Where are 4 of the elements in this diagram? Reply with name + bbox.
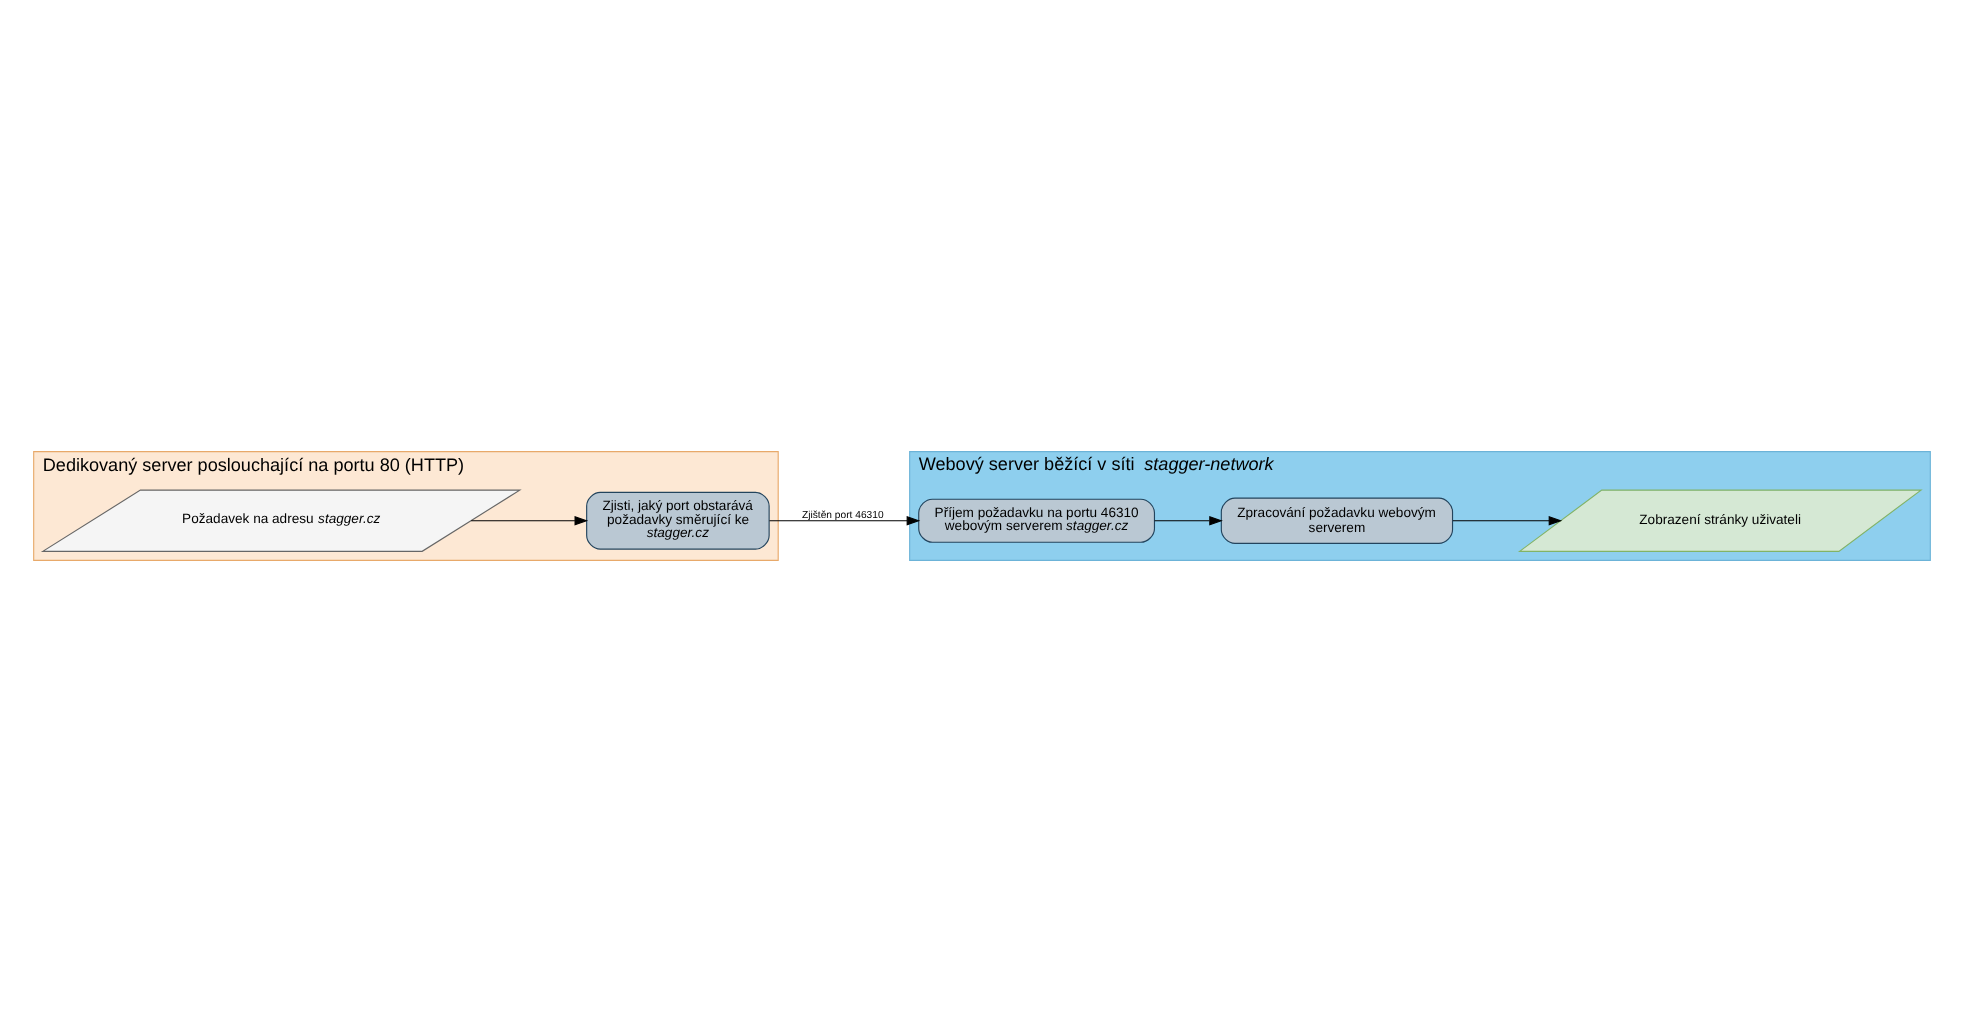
arrow bbox=[1452, 515, 1563, 526]
arrow bbox=[768, 515, 921, 526]
arrow bbox=[1154, 515, 1223, 526]
arrow bbox=[470, 515, 589, 526]
